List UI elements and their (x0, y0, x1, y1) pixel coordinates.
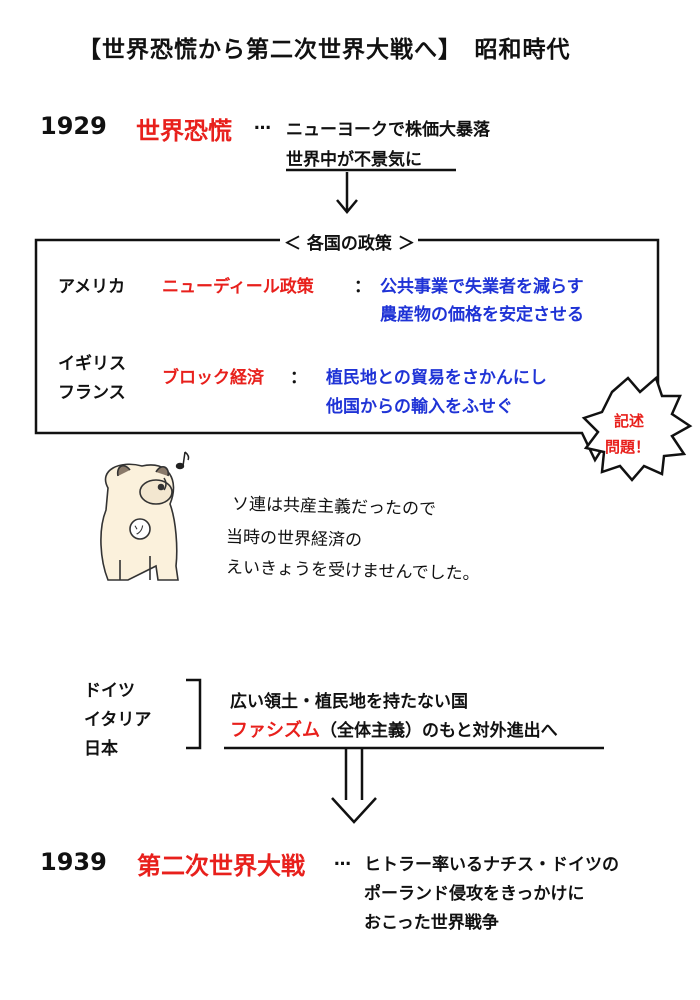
policies-header: ＜ 各国の政策 ＞ (282, 229, 417, 254)
axis-desc-line1: 広い領土・植民地を持たない国 (230, 692, 468, 712)
country-italy: イタリア (84, 710, 152, 730)
country-germany: ドイツ (84, 681, 135, 701)
ww2-desc-line2: ポーランド侵攻をきっかけに (364, 884, 585, 904)
badge-line2: 問題！ (605, 438, 651, 456)
dog-badge-letter: ソ (133, 523, 145, 537)
dog-illustration (100, 463, 179, 581)
country-uk: イギリス (58, 354, 126, 374)
page-title: 【世界恐慌から第二次世界大戦へ】 昭和時代 (78, 37, 571, 63)
badge-burst (581, 375, 693, 482)
colon-block: ： (290, 368, 307, 388)
new-deal-label: ニューディール政策 (162, 277, 314, 297)
music-note-icon (175, 451, 190, 470)
policy-box-right (418, 238, 660, 384)
great-depression-label: 世界恐慌 (136, 117, 232, 145)
block-economy-line2: 他国からの輸入をふせぐ (326, 397, 513, 417)
soviet-note-line1: ソ連は共産主義だったので (231, 494, 437, 520)
year-1939: 1939 (40, 848, 107, 876)
ww2-desc-line3: おこった世界戦争 (364, 913, 499, 933)
policy-box-left (34, 238, 614, 463)
new-deal-line2: 農産物の価格を安定させる (380, 305, 584, 325)
sound-wave-mark (163, 477, 167, 491)
colon-america: ： (354, 277, 371, 297)
ellipsis-2: … (334, 850, 351, 870)
country-france: フランス (58, 383, 126, 403)
arrow-down-head (336, 199, 358, 214)
block-economy-line1: 植民地との貿易をさかんにし (326, 368, 547, 388)
double-arrow-head (331, 797, 377, 824)
countries-bracket (186, 678, 202, 750)
fascism-label: ファシズム (230, 720, 320, 741)
ww2-desc-line1: ヒトラー率いるナチス・ドイツの (364, 855, 619, 875)
ww2-label: 第二次世界大戦 (137, 852, 305, 880)
depression-desc-line2: 世界中が不景気に (286, 150, 422, 170)
depression-desc-line1: ニューヨークで株価大暴落 (286, 120, 490, 140)
block-economy-label: ブロック経済 (162, 368, 264, 388)
year-1929: 1929 (40, 112, 107, 140)
axis-desc-line2-rest: （全体主義）のもと対外進出へ (320, 721, 558, 741)
country-japan: 日本 (84, 739, 118, 759)
axis-desc-line2: ファシズム（全体主義）のもと対外進出へ (230, 716, 558, 742)
new-deal-line1: 公共事業で失業者を減らす (380, 277, 584, 297)
badge-line1: 記述 (614, 412, 645, 430)
soviet-note-line2: 当時の世界経済の (225, 527, 363, 551)
country-america: アメリカ (58, 277, 126, 297)
ellipsis-1: … (254, 114, 271, 134)
